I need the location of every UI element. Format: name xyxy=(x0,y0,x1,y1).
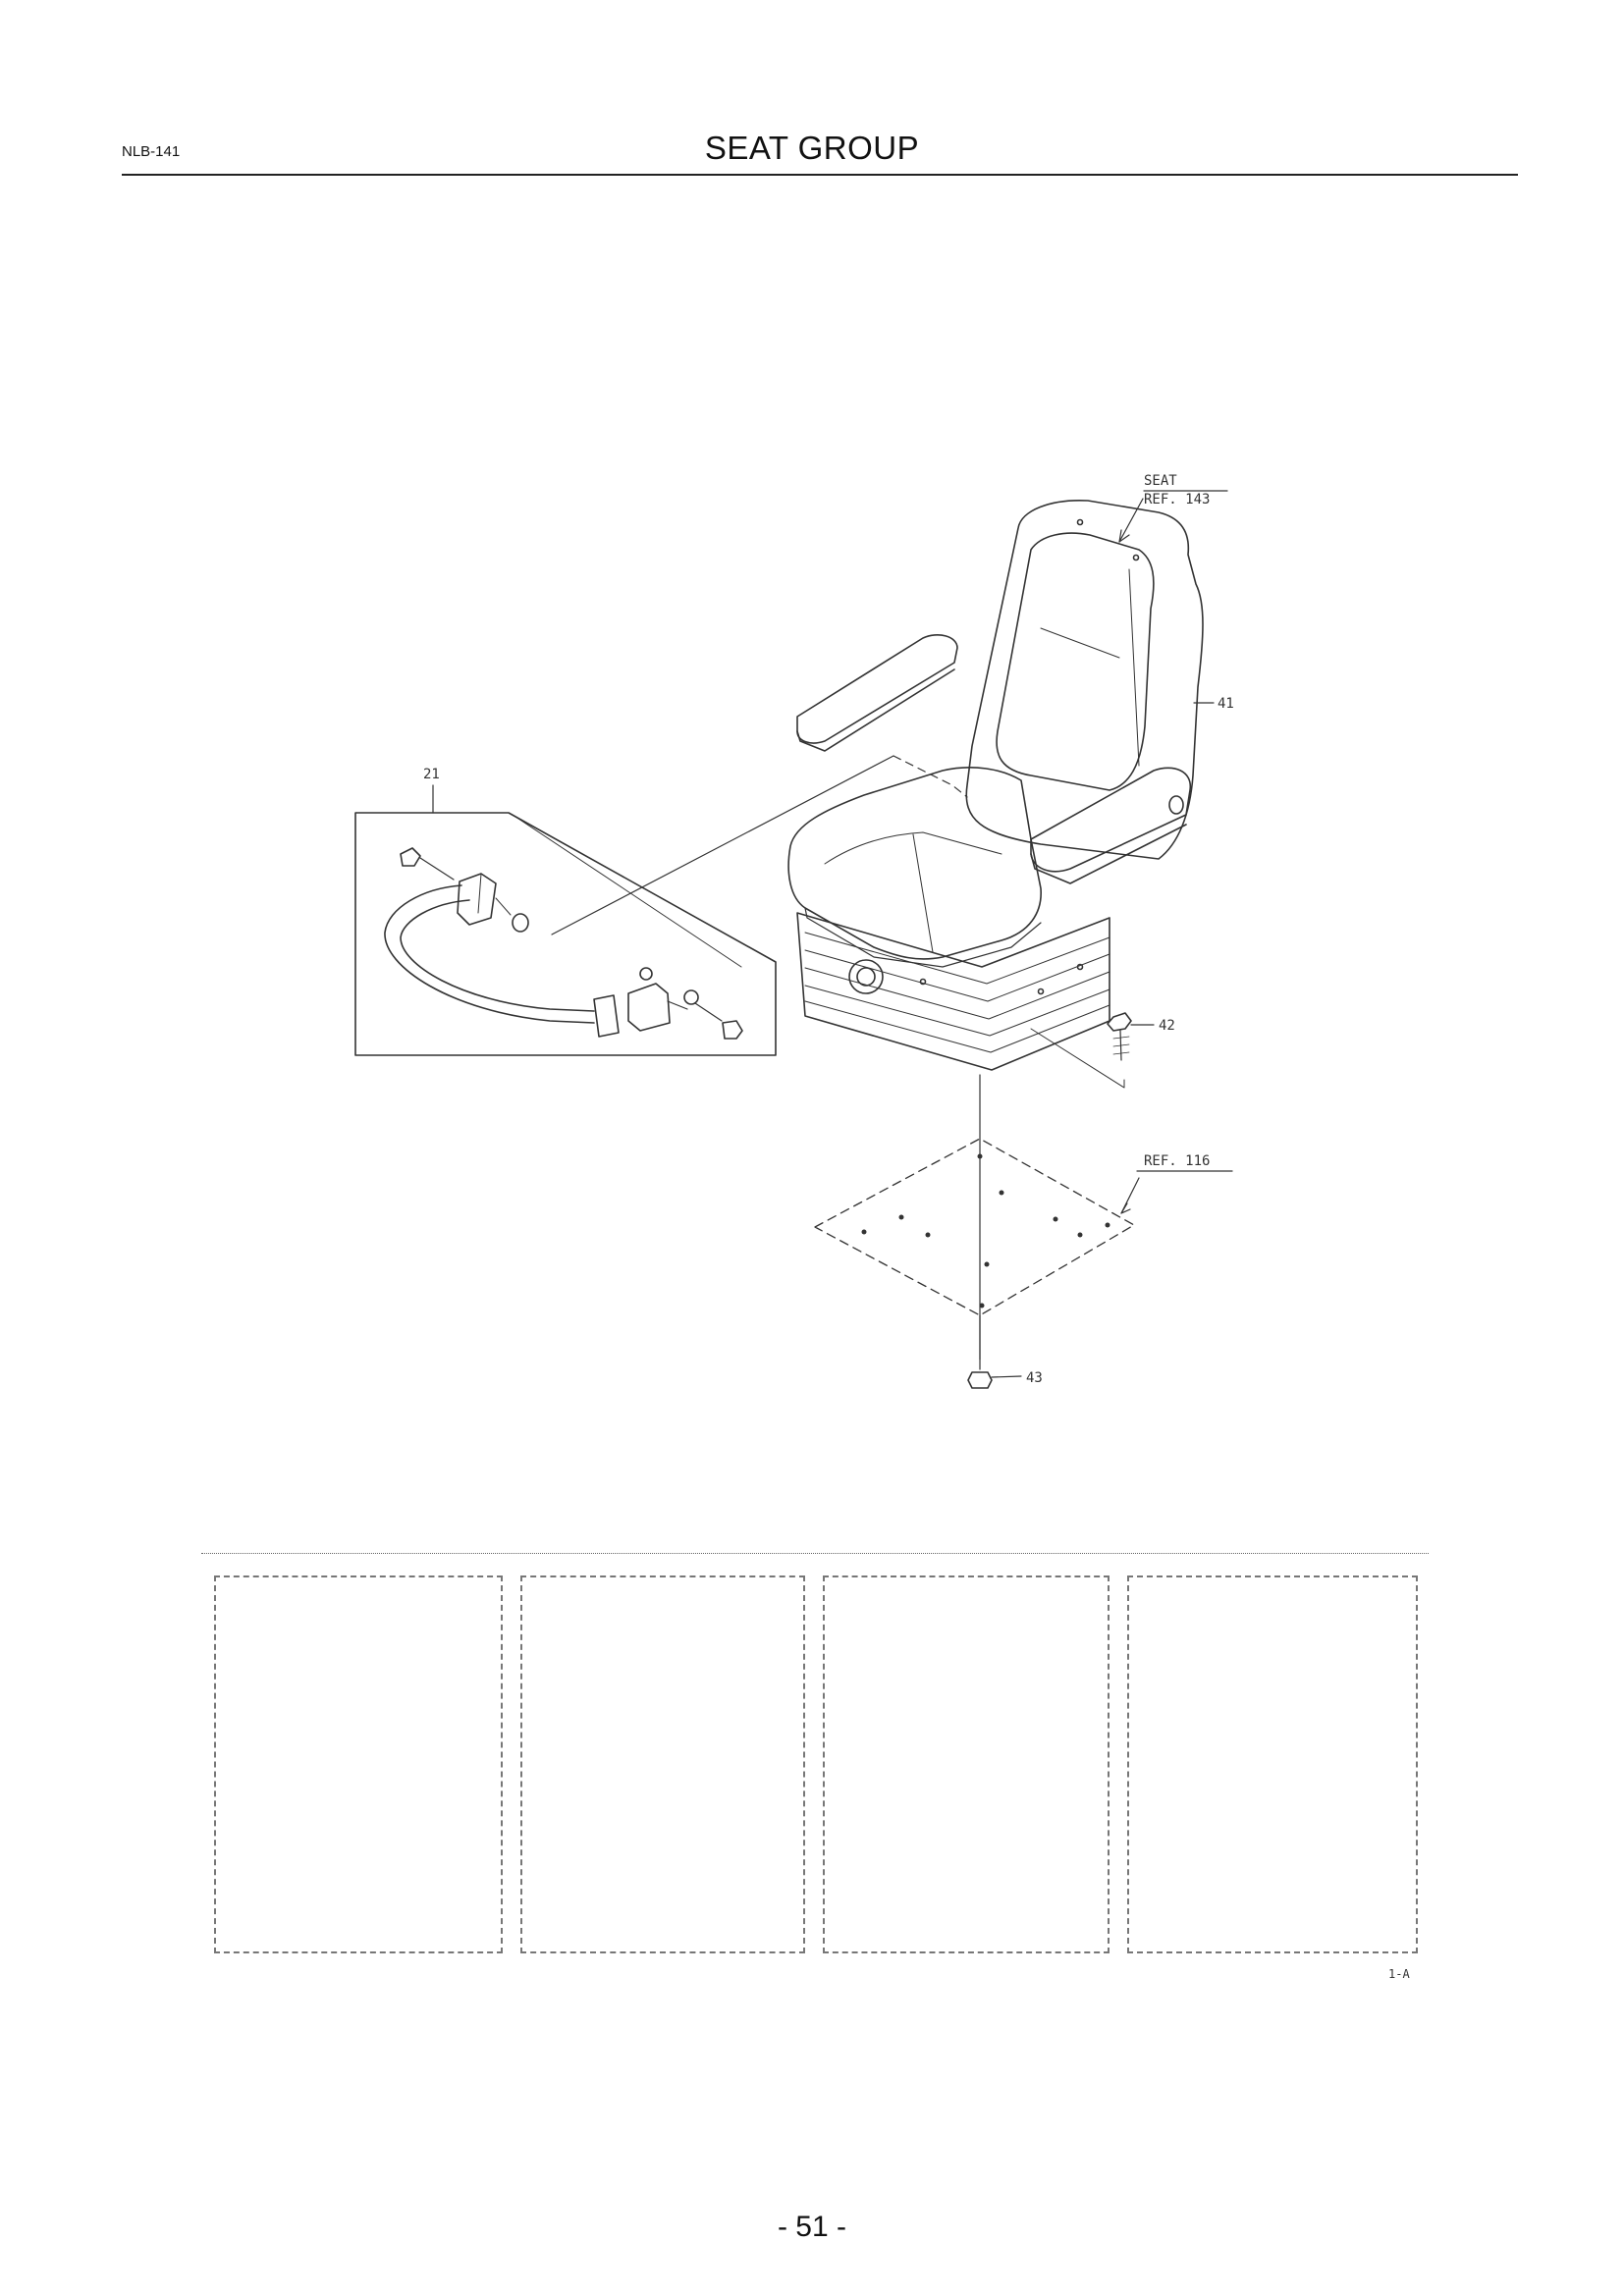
blank-panel-2 xyxy=(520,1575,805,1953)
callout-21: 21 xyxy=(423,767,440,782)
blank-panel-1 xyxy=(214,1575,503,1953)
seatbelt-buckle xyxy=(627,983,671,1032)
left-armrest xyxy=(796,634,958,744)
header-divider xyxy=(122,174,1518,176)
seat-backrest-inner xyxy=(996,532,1155,791)
seatbelt-retractor xyxy=(457,873,497,926)
callout-seat-ref: REF. 143 xyxy=(1144,492,1210,507)
right-armrest xyxy=(1030,767,1191,873)
seat-exploded-diagram: SEAT REF. 143 41 21 42 REF. 116 43 xyxy=(354,473,1234,1389)
callout-seat: SEAT xyxy=(1144,473,1177,489)
seat-backrest xyxy=(965,500,1204,860)
blank-panel-3 xyxy=(823,1575,1110,1953)
sheet-code: 1-A xyxy=(1388,1967,1410,1981)
bolt-42 xyxy=(1107,1012,1132,1032)
blank-panel-4 xyxy=(1127,1575,1418,1953)
document-code: NLB-141 xyxy=(122,143,181,160)
section-divider xyxy=(201,1553,1429,1554)
page-number: - 51 - xyxy=(777,2211,847,2243)
page-title: SEAT GROUP xyxy=(704,130,920,166)
callout-43: 43 xyxy=(1026,1370,1043,1386)
callout-ref-116: REF. 116 xyxy=(1144,1153,1210,1169)
callout-42: 42 xyxy=(1159,1018,1175,1034)
nut-43 xyxy=(967,1371,993,1389)
callout-41: 41 xyxy=(1218,696,1234,712)
mounting-plate xyxy=(814,1138,1135,1316)
seatbelt-inset-frame xyxy=(354,812,777,1056)
seatbelt-strap xyxy=(384,884,595,1024)
